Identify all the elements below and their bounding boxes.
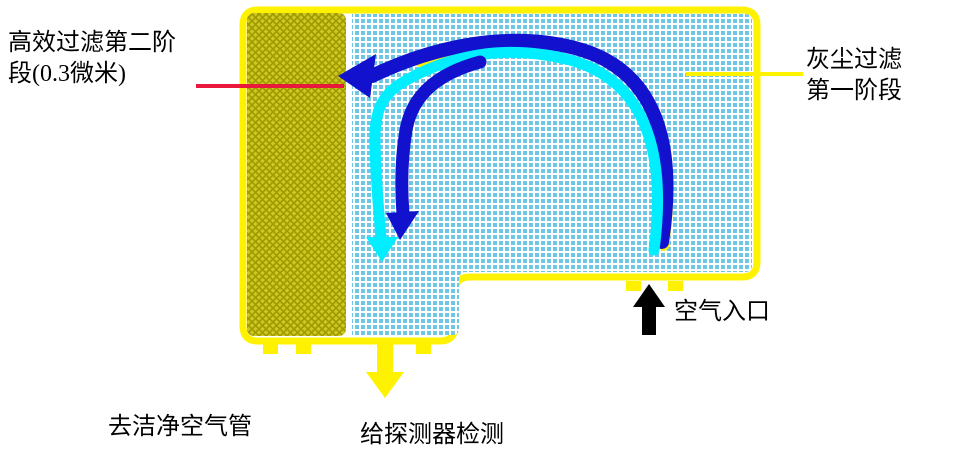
label-dust-stage: 灰尘过滤 第一阶段 [806, 47, 902, 104]
label-air-inlet: 空气入口 [674, 299, 770, 325]
flow-arrowhead-blue-left [338, 54, 376, 98]
flow-arrowhead-blue-down [386, 211, 419, 240]
mounting-tabs [263, 281, 683, 354]
label-to-detector: 给探测器检测 [360, 422, 504, 448]
flow-arc-blue [365, 33, 674, 249]
label-clean-air-outlet: 去洁净空气管 [108, 414, 252, 440]
label-hepa-stage: 高效过滤第二阶 段(0.3微米) [8, 30, 176, 87]
flow-arrowhead-cyan-down [366, 237, 398, 262]
air-inlet-arrow [633, 284, 665, 335]
flow-arc-blue-down [395, 55, 487, 221]
flow-arc-cyan [369, 46, 664, 256]
hepa-filter-block [247, 13, 346, 336]
clean-air-arrow [366, 340, 404, 398]
